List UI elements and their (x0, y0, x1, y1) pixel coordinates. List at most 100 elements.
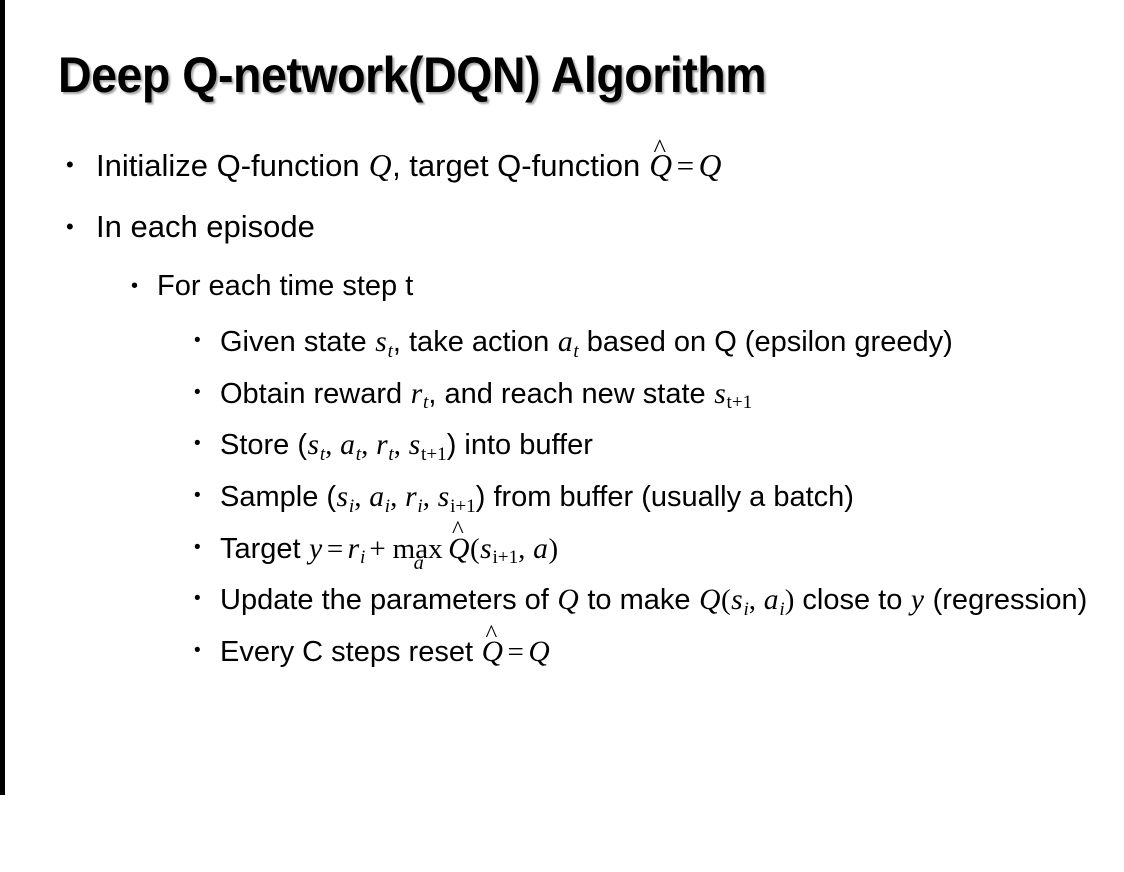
text-segment: Store ( (220, 429, 308, 462)
math-q: Q (699, 584, 721, 617)
math-q-hat: Q^ (448, 517, 470, 565)
math-q: Q (368, 148, 392, 183)
text-segment: (regression) (924, 584, 1088, 617)
text-segment: , take action (392, 325, 558, 358)
math-r: r (410, 377, 423, 410)
text-segment: Sample ( (220, 481, 337, 514)
math-subscript: t (319, 444, 326, 466)
math-subscript: i (417, 495, 423, 517)
hat-accent-icon: ^ (452, 517, 464, 545)
text-segment: Every C steps reset (220, 636, 482, 669)
text-segment: ) into buffer (446, 429, 593, 462)
bullet-text: In each episode (96, 208, 315, 244)
math-separator: , (518, 532, 533, 565)
math-s: s (375, 325, 387, 358)
bullet-marker-icon: • (194, 381, 201, 403)
math-s: s (731, 584, 743, 617)
math-y: y (910, 584, 925, 617)
bullet-text: Given state st, take action at based on … (220, 325, 1104, 364)
bullet-item-reset-target-network: • Every C steps reset Q^=Q (0, 620, 1124, 670)
math-s: s (336, 481, 349, 514)
math-subscript: i (384, 495, 391, 517)
math-a: a (557, 325, 573, 358)
bullet-text: For each time step t (157, 270, 414, 303)
math-subscript: t (573, 340, 579, 362)
text-segment: Obtain reward (220, 377, 411, 410)
bullet-marker-icon: • (194, 485, 201, 507)
bullet-marker-icon: • (194, 640, 201, 662)
math-plus: + (369, 532, 386, 565)
math-subscript: t (355, 444, 362, 466)
slide-title: Deep Q-network(DQN) Algorithm (58, 47, 767, 103)
math-paren-open: ( (720, 584, 731, 617)
left-edge-strip (0, 0, 5, 795)
bullet-item-for-each-time-step: • For each time step t (0, 270, 1124, 302)
math-subscript: i+1 (450, 495, 476, 517)
math-q-hat: Q^ (481, 620, 503, 669)
bullet-item-obtain-reward: • Obtain reward rt, and reach new state … (0, 377, 1124, 416)
text-segment: to make (579, 584, 699, 617)
text-segment: ) from buffer (usually a batch) (475, 481, 854, 514)
bullet-marker-icon: • (194, 329, 201, 351)
text-segment: Update the parameters of (220, 584, 557, 617)
hat-accent-icon: ^ (653, 132, 666, 163)
math-a: a (533, 532, 548, 565)
math-subscript: t+1 (421, 444, 447, 466)
math-q: Q (698, 148, 722, 183)
math-paren-close: ) (548, 532, 559, 565)
bullet-text: Store (st, at, rt, st+1) into buffer (220, 428, 1104, 467)
math-q: Q (557, 584, 579, 617)
math-subscript: t (388, 444, 394, 466)
math-equals: = (676, 148, 695, 183)
bullet-text: Every C steps reset Q^=Q (220, 620, 1104, 670)
math-subscript: i+1 (492, 547, 519, 569)
math-q-hat: Q^ (649, 132, 673, 183)
bullet-marker-icon: • (194, 433, 201, 455)
math-q: Q (528, 636, 550, 669)
math-r: r (405, 481, 417, 514)
bullet-text: Obtain reward rt, and reach new state st… (220, 377, 1104, 416)
bullet-item-sample-batch: • Sample (si, ai, ri, si+1) from buffer … (0, 480, 1124, 519)
math-subscript: t+1 (726, 392, 753, 414)
math-paren-open: ( (469, 532, 480, 565)
bullet-list: • Initialize Q-function Q, target Q-func… (0, 132, 1124, 684)
math-subscript: i (743, 599, 749, 621)
bullet-marker-icon: • (66, 213, 74, 239)
math-s: s (307, 429, 320, 462)
bullet-item-store-transition: • Store (st, at, rt, st+1) into buffer (0, 428, 1124, 467)
math-separator: , (390, 481, 405, 514)
math-subscript: i (359, 547, 366, 569)
bullet-marker-icon: • (194, 536, 201, 558)
math-a: a (763, 584, 779, 617)
bullet-marker-icon: • (194, 588, 201, 610)
text-segment: Given state (220, 325, 375, 358)
math-r: r (376, 429, 388, 462)
bullet-text: Update the parameters of Q to make Q(si,… (220, 583, 1104, 622)
math-subscript: i (348, 495, 355, 517)
max-label: max (392, 532, 443, 565)
math-separator: , (354, 481, 369, 514)
hat-accent-icon: ^ (485, 620, 498, 648)
math-equals: = (507, 636, 524, 669)
math-equals: = (326, 532, 344, 565)
math-paren-close: ) (784, 584, 795, 617)
math-subscript: t (423, 392, 429, 414)
math-a: a (340, 429, 355, 462)
math-a: a (369, 481, 384, 514)
text-segment: , target Q-function (392, 148, 649, 183)
bullet-text: Initialize Q-function Q, target Q-functi… (96, 132, 1124, 184)
bullet-item-given-state: • Given state st, take action at based o… (0, 325, 1124, 364)
math-separator: , (393, 429, 409, 462)
bullet-item-in-each-episode: • In each episode (0, 208, 1124, 245)
math-s: s (714, 377, 726, 410)
bullet-item-update-parameters: • Update the parameters of Q to make Q(s… (0, 583, 1124, 622)
math-y: y (309, 532, 323, 565)
math-subscript: i (779, 599, 785, 621)
bullet-text: Sample (si, ai, ri, si+1) from buffer (u… (220, 480, 1104, 519)
bullet-marker-icon: • (131, 275, 139, 298)
text-segment: Initialize Q-function (96, 148, 369, 183)
